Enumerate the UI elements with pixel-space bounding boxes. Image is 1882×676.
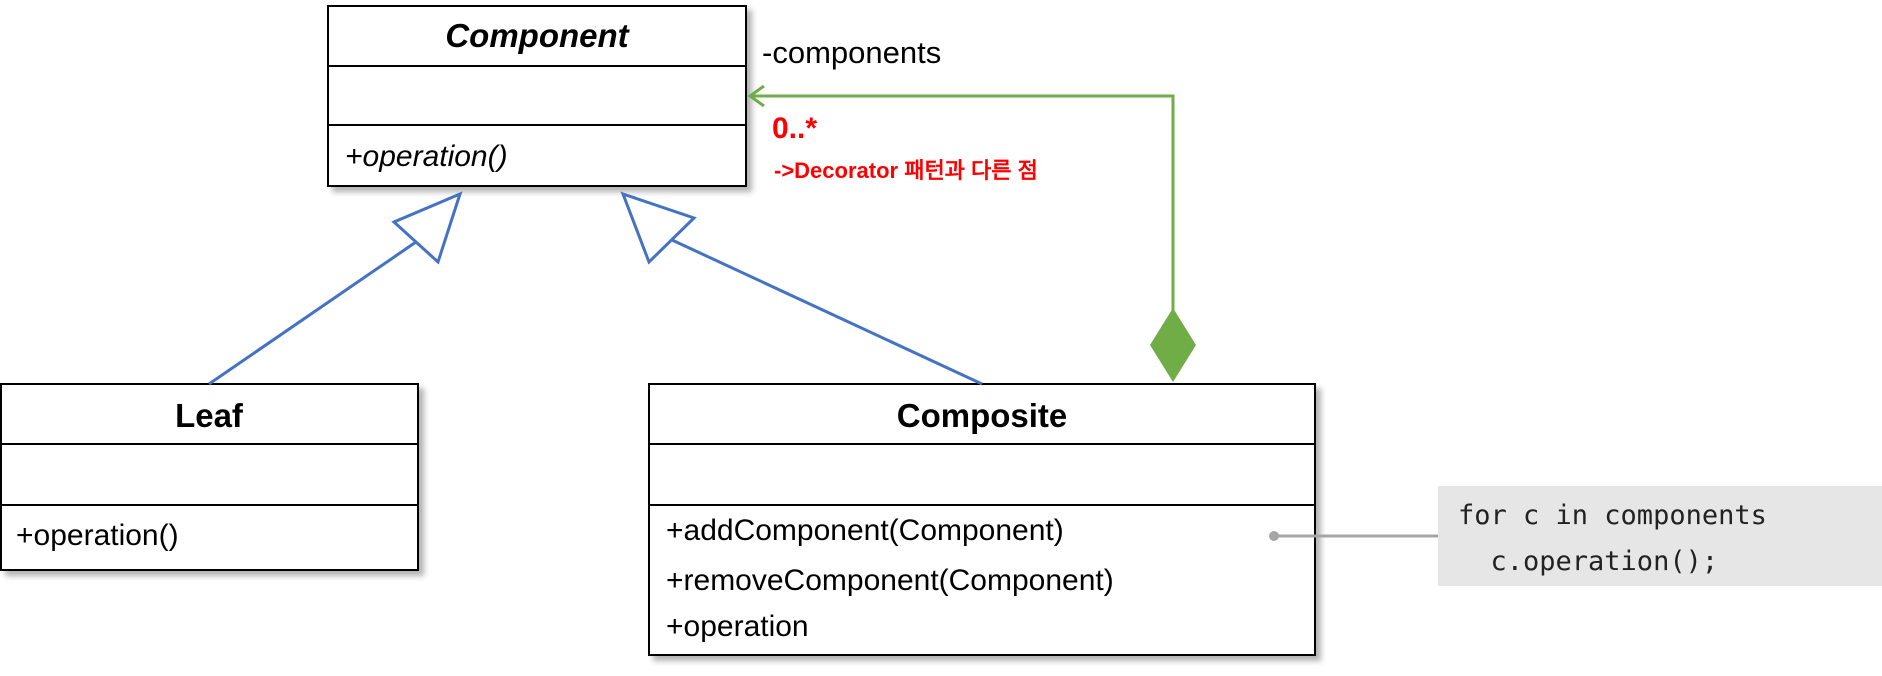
class-leaf[interactable]: Leaf +operation() xyxy=(0,383,419,571)
class-name: Leaf xyxy=(175,397,244,434)
arrow-head-icon xyxy=(747,84,765,108)
code-note: for c in components c.operation(); xyxy=(1269,486,1882,586)
class-operation: +operation() xyxy=(16,519,179,552)
class-operation: +removeComponent(Component) xyxy=(666,564,1114,597)
composition-diamond-icon xyxy=(1150,308,1196,382)
generalization-arrow-icon xyxy=(620,191,697,265)
annotation-note: ->Decorator 패턴과 다른 점 xyxy=(774,158,1038,183)
inheritance-composite xyxy=(620,191,983,386)
composition-association xyxy=(747,84,1196,382)
class-operation: +operation xyxy=(666,610,809,643)
inheritance-leaf xyxy=(208,191,463,386)
class-composite[interactable]: Composite +addComponent(Component) +remo… xyxy=(648,383,1316,656)
multiplicity-label: 0..* xyxy=(772,112,817,145)
class-operation: +addComponent(Component) xyxy=(666,514,1064,547)
anchor-dot-icon xyxy=(1269,531,1279,541)
class-name: Component xyxy=(445,17,630,54)
class-component[interactable]: Component +operation() xyxy=(327,5,747,187)
generalization-arrow-icon xyxy=(391,191,463,265)
code-line: c.operation(); xyxy=(1458,546,1718,577)
role-label: -components xyxy=(762,35,941,70)
class-name: Composite xyxy=(897,397,1068,434)
class-operation: +operation() xyxy=(345,140,508,173)
code-line: for c in components xyxy=(1458,500,1767,531)
